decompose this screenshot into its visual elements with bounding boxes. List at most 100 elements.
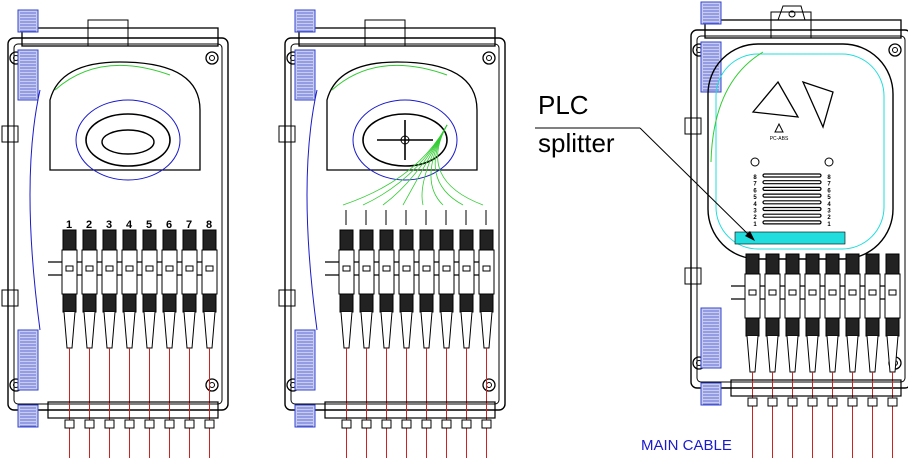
connector-bottom [865,317,880,337]
connector-top [182,229,197,251]
logo-triangle [774,122,784,133]
screw-center [209,382,215,388]
sc-adapter [458,249,475,295]
plc-splitter-module [734,231,846,245]
tray-slot-number: 1 [827,222,831,228]
tray-slot-number: 5 [753,195,757,201]
cable-gland [847,397,858,407]
main-cable-label: MAIN CABLE [641,437,732,454]
plc-label: PLC [538,90,589,120]
splitter-label: splitter [538,128,615,158]
sc-adapter [81,249,98,295]
mount-ear [1,125,19,143]
connector-boot [163,311,176,349]
sc-adapter [804,273,821,319]
connector-boot [806,335,819,373]
tray-slot-number: 2 [753,215,757,221]
cable-gland [867,397,878,407]
cable-gland [124,419,135,429]
sc-adapter [438,249,455,295]
sc-adapter [884,273,901,319]
connector-bottom [102,293,117,313]
connector-top [459,229,474,251]
screw-icon [205,378,219,392]
connector-top [379,229,394,251]
cable-gland [461,419,472,429]
screw-center [892,47,898,53]
connector-top [479,229,494,251]
tray-bend-guides [751,80,834,129]
hanging-hole [788,10,796,18]
splice-holder-slot [762,213,822,218]
adapter-latch [205,265,214,272]
connector-top [399,229,414,251]
mount-ear [1,289,19,307]
sc-adapter [378,249,395,295]
tray-slot-number: 5 [827,195,831,201]
connector-top [102,229,117,251]
connector-boot [143,311,156,349]
cable-gland [421,419,432,429]
connector-bottom [825,317,840,337]
hinge-lock [364,19,406,47]
leader-arrowhead [745,231,755,241]
tray-slot-number: 6 [753,188,757,194]
tray-post [750,157,760,167]
sc-adapter [338,249,355,295]
connector-boot [480,311,493,349]
sc-adapter [181,249,198,295]
cable-clamp [17,404,39,428]
sc-adapter [201,249,218,295]
green-fiber [331,64,448,91]
bottom-gland-plate [730,379,902,397]
connector-top [142,229,157,251]
connector-bottom [845,317,860,337]
sc-adapter [141,249,158,295]
connector-boot [360,311,373,349]
adapter-latch [125,265,134,272]
screw-center [486,382,492,388]
tray-slot-number: 3 [827,209,831,215]
blue-fiber-loop [75,99,181,181]
connector-boot [440,311,453,349]
sc-adapter [784,273,801,319]
connector-bottom [745,317,760,337]
connector-top [805,253,820,275]
splice-holder-slot [762,193,822,198]
cable-clamp [700,41,722,93]
connector-top [745,253,760,275]
connector-top [359,229,374,251]
splice-holder-slot [762,206,822,212]
tray-post [824,157,834,167]
bottom-gland-plate [324,401,496,419]
cable-gland [104,419,115,429]
screw-icon [205,51,219,65]
connector-bottom [182,293,197,313]
green-fiber [710,51,764,163]
cable-gland [381,419,392,429]
sc-adapter [844,273,861,319]
connector-boot [460,311,473,349]
sc-adapter [764,273,781,319]
connector-bottom [162,293,177,313]
sc-adapter [418,249,435,295]
connector-bottom [885,317,900,337]
cable-clamp [17,49,39,101]
connector-boot [400,311,413,349]
connector-bottom [479,293,494,313]
cable-gland [787,397,798,407]
adapter-latch [828,289,837,296]
connector-bottom [399,293,414,313]
splice-holder-slot [762,220,822,225]
adapter-latch [342,265,351,272]
tray-slot-number: 7 [753,182,757,188]
screw-center [486,55,492,61]
blue-fiber-loop [352,99,458,181]
cable-gland [204,419,215,429]
connector-bottom [379,293,394,313]
screw-center [209,55,215,61]
port-number: 1 [66,219,72,231]
connector-boot [340,311,353,349]
cable-gland [84,419,95,429]
